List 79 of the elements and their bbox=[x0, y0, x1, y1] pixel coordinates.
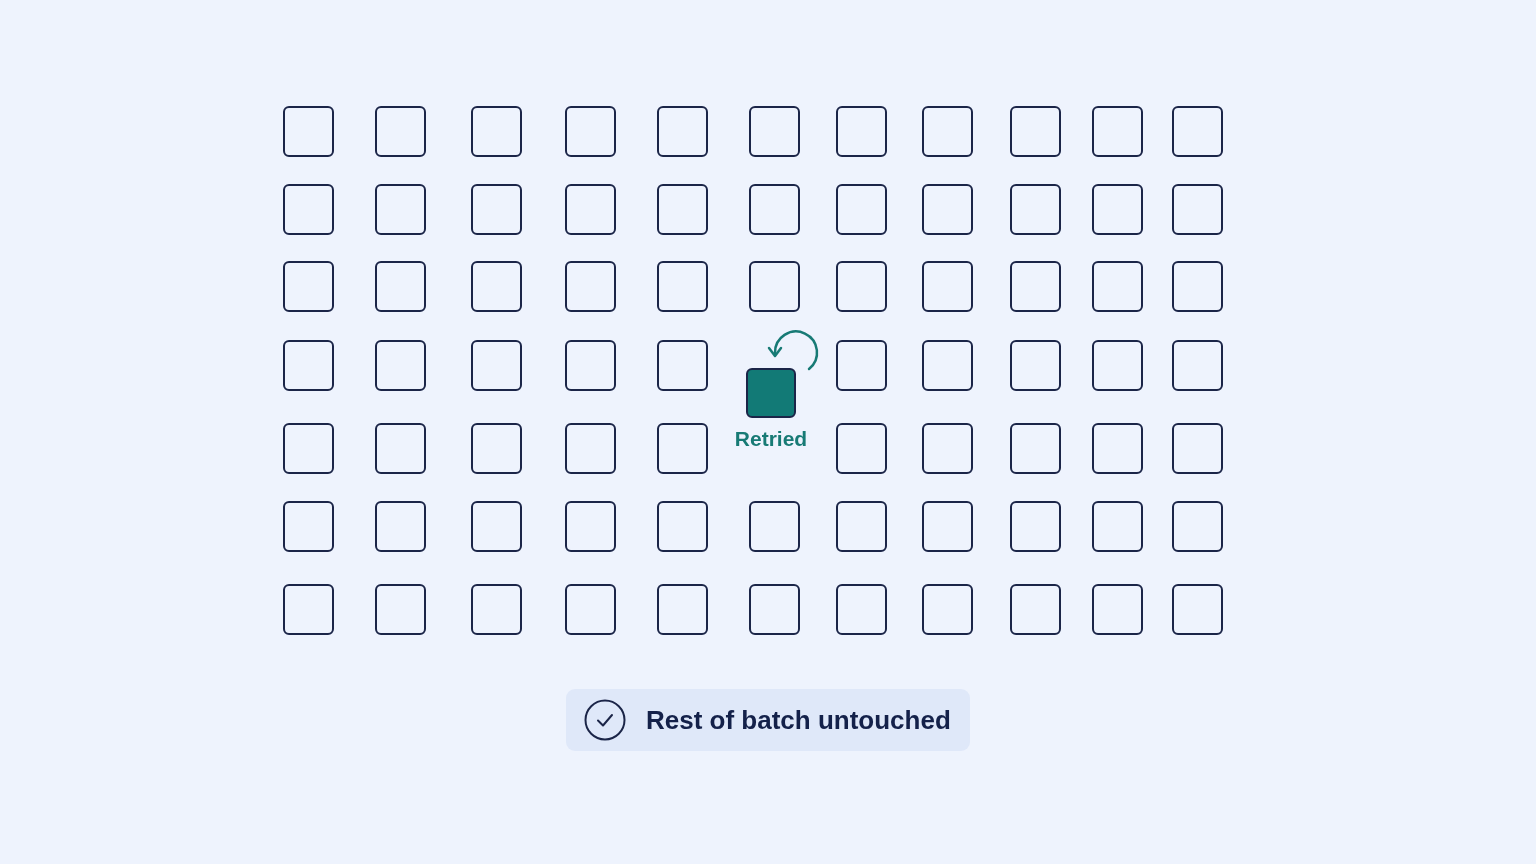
outlined-square bbox=[1092, 340, 1143, 391]
outlined-square bbox=[1172, 106, 1223, 157]
outlined-square bbox=[836, 106, 887, 157]
outlined-square bbox=[657, 501, 708, 552]
outlined-square bbox=[471, 261, 522, 312]
outlined-square bbox=[1010, 261, 1061, 312]
outlined-square bbox=[565, 340, 616, 391]
outlined-square bbox=[1172, 261, 1223, 312]
outlined-square bbox=[749, 501, 800, 552]
outlined-square bbox=[1010, 423, 1061, 474]
outlined-square bbox=[657, 106, 708, 157]
outlined-square bbox=[283, 340, 334, 391]
outlined-square bbox=[749, 261, 800, 312]
outlined-square bbox=[1010, 584, 1061, 635]
outlined-square bbox=[1092, 184, 1143, 235]
outlined-square bbox=[375, 106, 426, 157]
outlined-square bbox=[836, 584, 887, 635]
outlined-square bbox=[283, 184, 334, 235]
outlined-square bbox=[836, 501, 887, 552]
outlined-square bbox=[1092, 261, 1143, 312]
outlined-square bbox=[836, 261, 887, 312]
status-text: Rest of batch untouched bbox=[646, 705, 951, 735]
outlined-square bbox=[836, 184, 887, 235]
outlined-square bbox=[749, 184, 800, 235]
outlined-square bbox=[471, 584, 522, 635]
outlined-square bbox=[375, 501, 426, 552]
outlined-square bbox=[922, 184, 973, 235]
outlined-square bbox=[922, 261, 973, 312]
outlined-square bbox=[1010, 340, 1061, 391]
outlined-square bbox=[657, 584, 708, 635]
outlined-square bbox=[836, 340, 887, 391]
outlined-square bbox=[1172, 423, 1223, 474]
status-label: Retried bbox=[734, 427, 808, 451]
outlined-square bbox=[375, 184, 426, 235]
outlined-square bbox=[471, 340, 522, 391]
outlined-square bbox=[283, 501, 334, 552]
outlined-square bbox=[1172, 501, 1223, 552]
outlined-square bbox=[471, 106, 522, 157]
outlined-square bbox=[375, 584, 426, 635]
outlined-square bbox=[922, 584, 973, 635]
outlined-square bbox=[922, 423, 973, 474]
outlined-square bbox=[283, 106, 334, 157]
outlined-square bbox=[922, 501, 973, 552]
outlined-square bbox=[922, 106, 973, 157]
outlined-square bbox=[565, 184, 616, 235]
outlined-square bbox=[471, 184, 522, 235]
outlined-square bbox=[1092, 584, 1143, 635]
outlined-square bbox=[283, 261, 334, 312]
outlined-square bbox=[375, 340, 426, 391]
outlined-square bbox=[749, 584, 800, 635]
outlined-square bbox=[471, 501, 522, 552]
outlined-square bbox=[565, 106, 616, 157]
outlined-square bbox=[922, 340, 973, 391]
outlined-square bbox=[836, 423, 887, 474]
outlined-square bbox=[375, 261, 426, 312]
status-banner bbox=[566, 689, 970, 751]
outlined-square bbox=[565, 501, 616, 552]
outlined-square bbox=[657, 423, 708, 474]
outlined-square bbox=[657, 184, 708, 235]
outlined-square bbox=[1010, 501, 1061, 552]
outlined-square bbox=[375, 423, 426, 474]
outlined-square bbox=[283, 584, 334, 635]
outlined-square bbox=[657, 340, 708, 391]
outlined-square bbox=[1172, 584, 1223, 635]
outlined-square bbox=[1092, 106, 1143, 157]
outlined-square bbox=[283, 423, 334, 474]
outlined-square bbox=[1010, 184, 1061, 235]
outlined-square bbox=[1092, 501, 1143, 552]
outlined-square bbox=[657, 261, 708, 312]
outlined-square bbox=[471, 423, 522, 474]
filled-square bbox=[746, 368, 796, 418]
outlined-square bbox=[1010, 106, 1061, 157]
outlined-square bbox=[1172, 184, 1223, 235]
outlined-square bbox=[749, 106, 800, 157]
outlined-square bbox=[1092, 423, 1143, 474]
outlined-square bbox=[565, 261, 616, 312]
outlined-square bbox=[565, 423, 616, 474]
outlined-square bbox=[565, 584, 616, 635]
outlined-square bbox=[1172, 340, 1223, 391]
